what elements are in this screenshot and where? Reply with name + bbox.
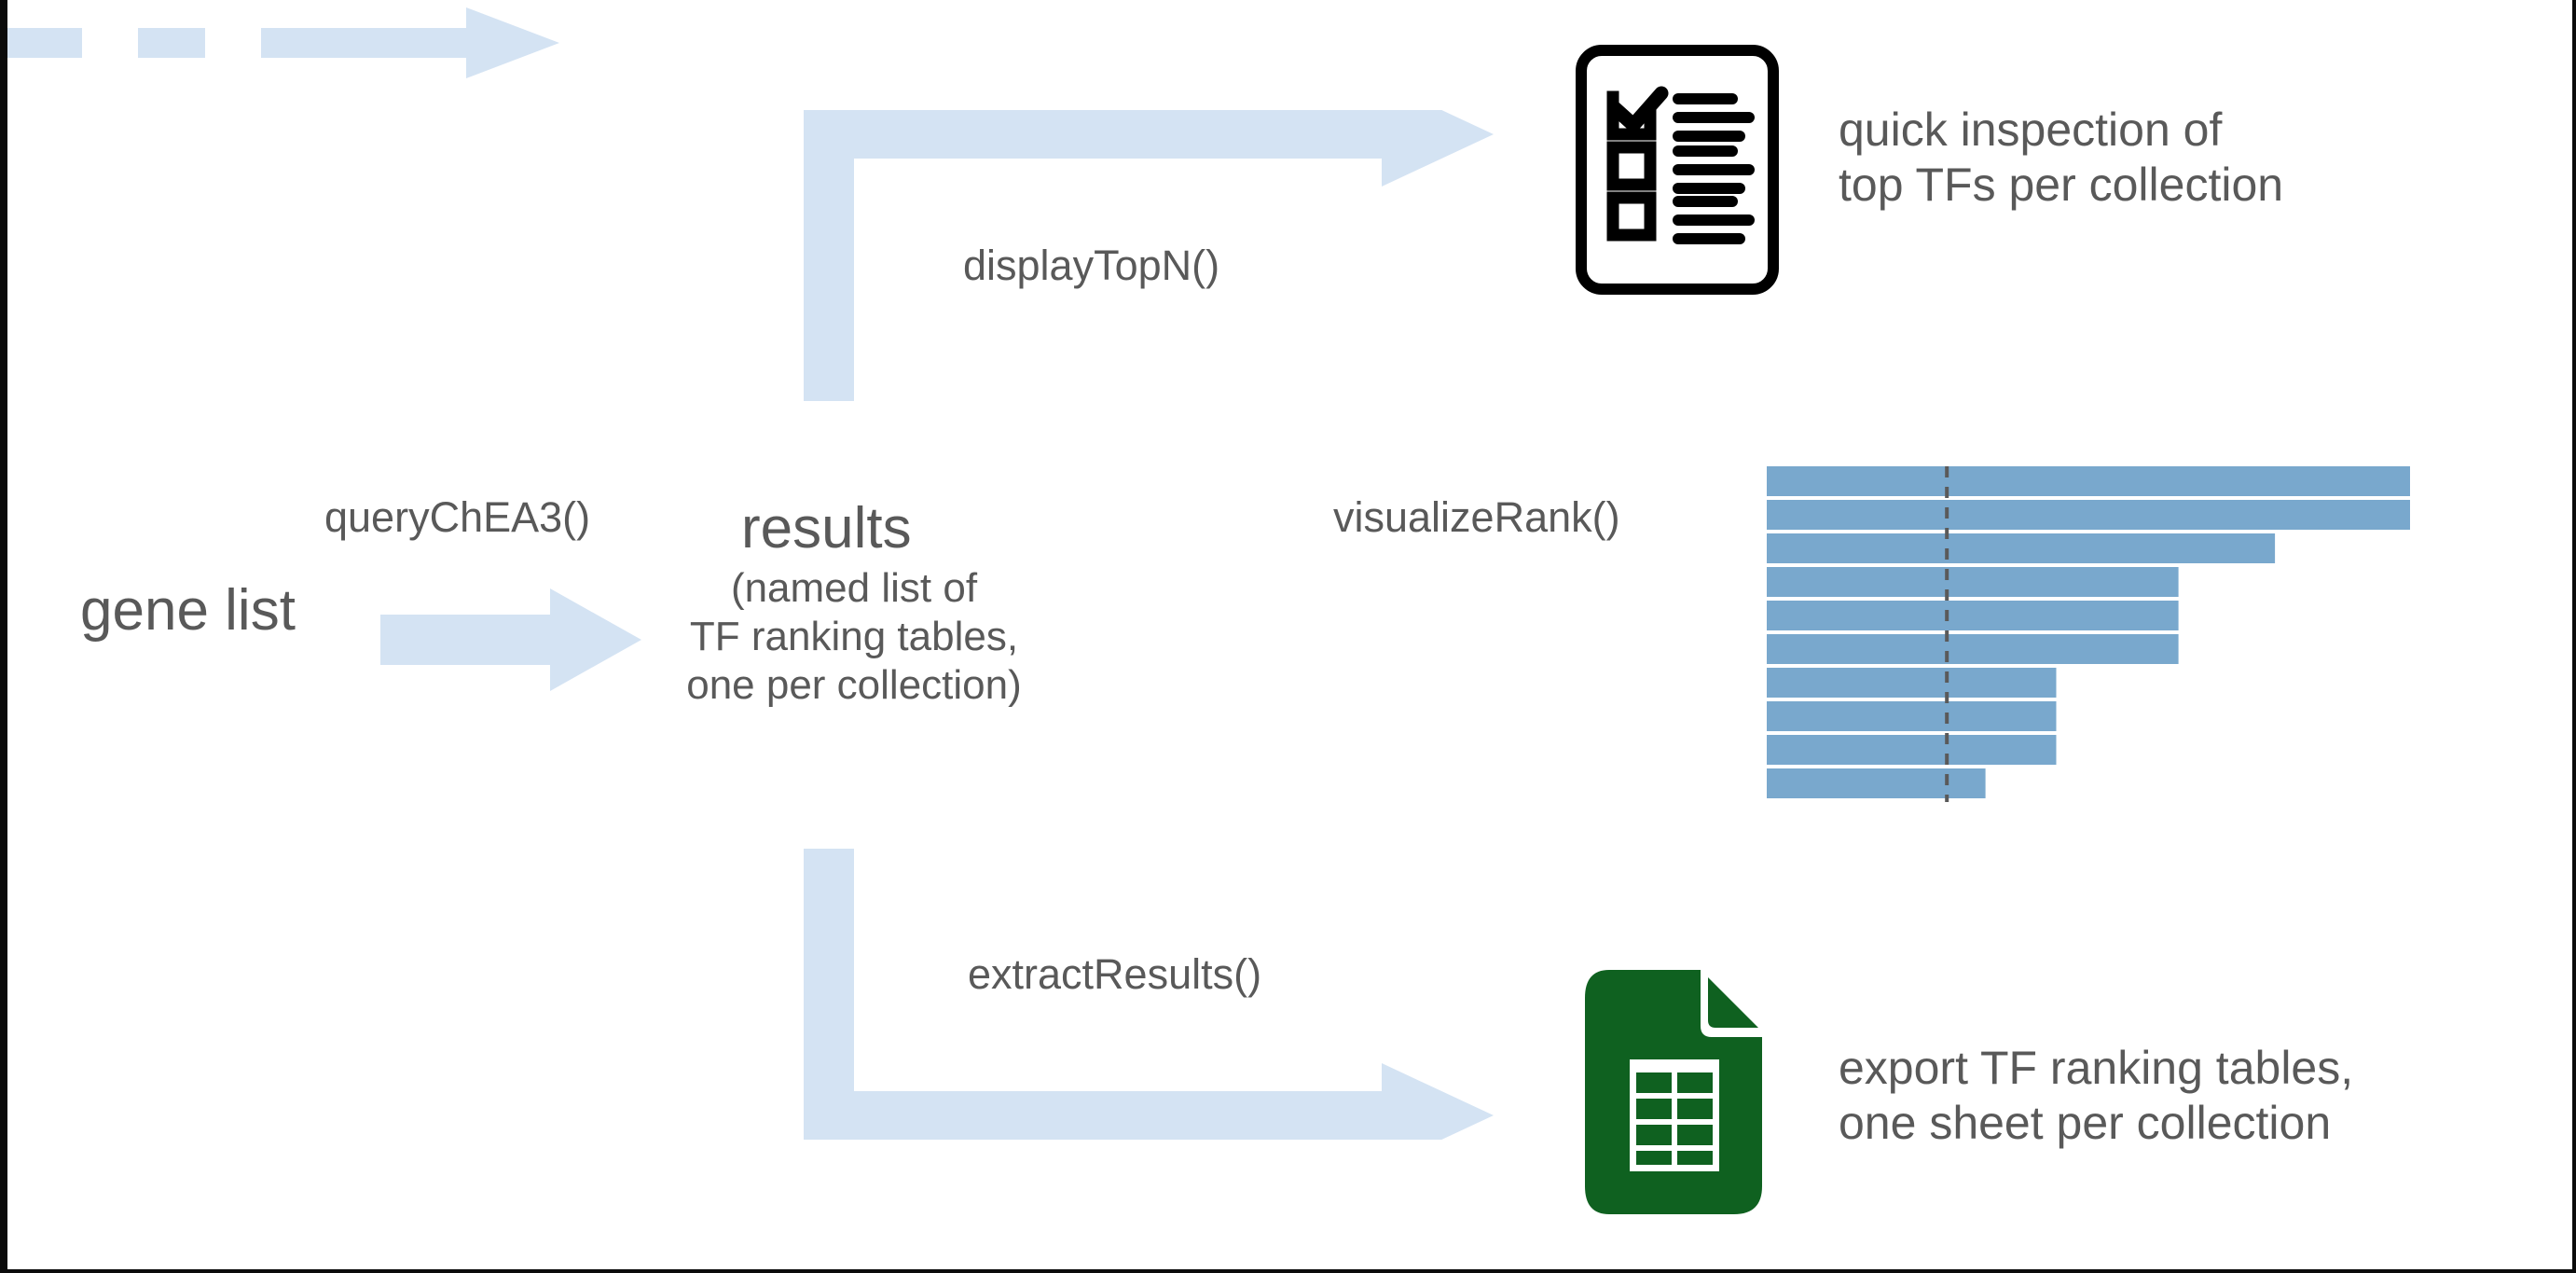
node-gene-list-label: gene list	[80, 578, 296, 643]
spreadsheet-file-icon	[1585, 970, 1762, 1214]
bar	[1767, 601, 2179, 630]
tf-rank-bar-chart	[1767, 466, 2410, 802]
node-results-label: results	[741, 496, 912, 560]
frame-edge-left	[0, 0, 7, 1273]
bar	[1767, 634, 2179, 664]
dashed-right-arrow-icon	[0, 0, 559, 84]
bar	[1767, 533, 2276, 563]
bar	[1767, 500, 2410, 530]
bar	[1767, 701, 2057, 731]
bar	[1767, 668, 2057, 698]
function-label-displaytopn: displayTopN()	[963, 242, 1220, 289]
bar	[1767, 466, 2410, 496]
right-arrow-icon	[380, 588, 641, 691]
output-caption-bottom: export TF ranking tables, one sheet per …	[1839, 1042, 2354, 1149]
bar	[1767, 735, 2057, 765]
output-caption-top: quick inspection of top TFs per collecti…	[1839, 104, 2284, 211]
function-label-extractresults: extractResults()	[968, 950, 1262, 998]
checklist-document-icon	[1576, 45, 1779, 295]
bar	[1767, 768, 1986, 798]
frame-edge-bottom	[0, 1269, 2576, 1273]
function-label-querychea3: queryChEA3()	[324, 493, 591, 541]
frame-edge-right	[2572, 0, 2576, 1273]
bar-chart-plot-area	[1767, 466, 2410, 802]
elbow-arrow-up-right-icon	[804, 110, 1494, 401]
node-results-sublabel: (named list of TF ranking tables, one pe…	[686, 565, 1022, 708]
elbow-arrow-down-right-icon	[804, 849, 1494, 1140]
bar	[1767, 567, 2179, 597]
function-label-visualizerank: visualizeRank()	[1333, 493, 1620, 541]
